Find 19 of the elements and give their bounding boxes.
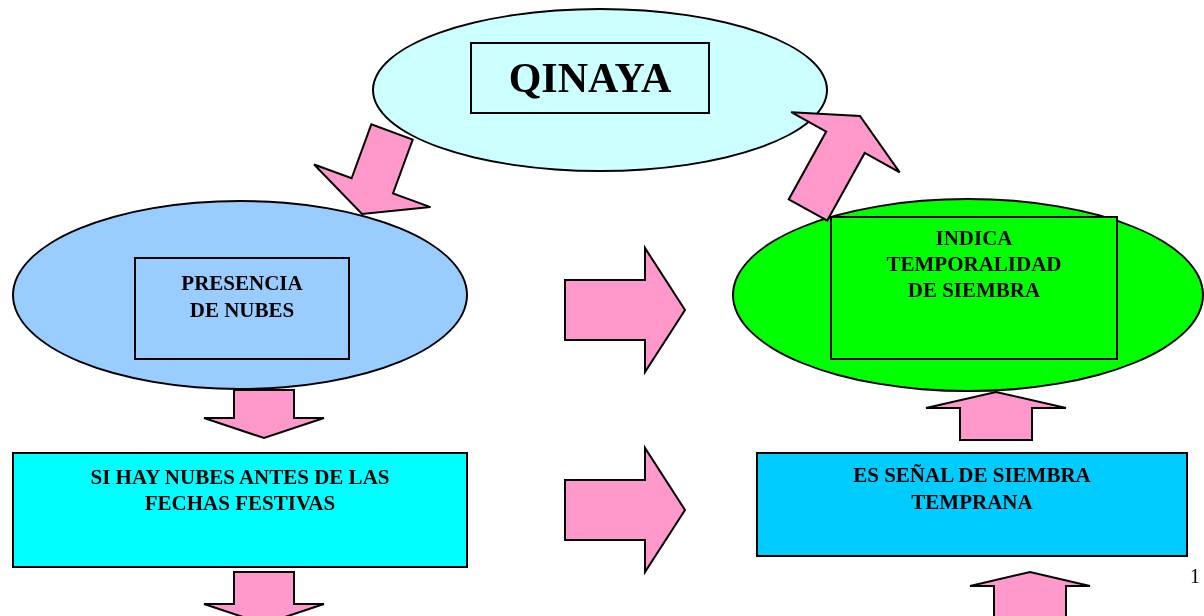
- page-number: 1: [1190, 564, 1200, 589]
- node-label: ES SEÑAL DE SIEMBRA TEMPRANA: [852, 462, 1092, 515]
- node-label: SI HAY NUBES ANTES DE LAS FECHAS FESTIVAS: [89, 463, 391, 517]
- node-label: PRESENCIA DE NUBES: [180, 270, 304, 323]
- title-box: [470, 42, 710, 114]
- block-arrow: [203, 571, 325, 616]
- block-arrow: [564, 244, 687, 376]
- block-arrow: [313, 123, 432, 216]
- block-arrow: [787, 111, 901, 222]
- block-arrow: [969, 570, 1091, 616]
- concept-box: [134, 257, 350, 360]
- concept-box: [830, 216, 1118, 360]
- block-arrow: [564, 444, 687, 576]
- block-arrow: [203, 389, 325, 440]
- node-label: INDICA TEMPORALIDAD DE SIEMBRA: [885, 224, 1063, 304]
- concept-box: [756, 452, 1188, 557]
- node-label: QINAYA: [507, 53, 673, 103]
- block-arrow: [925, 390, 1067, 441]
- concept-box: [12, 452, 468, 568]
